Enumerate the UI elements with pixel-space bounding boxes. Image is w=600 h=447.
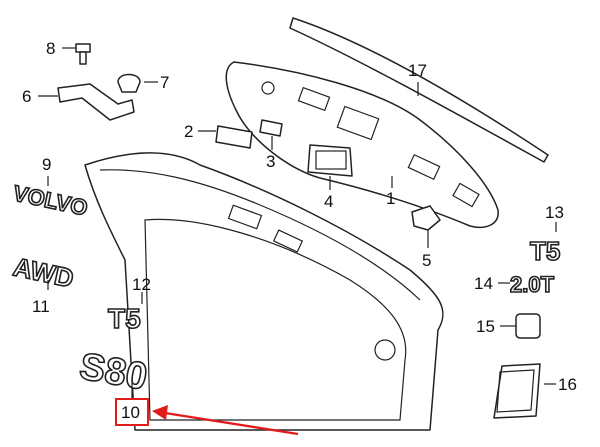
part-wire-bracket	[57, 83, 135, 121]
trim-slot-left	[297, 86, 331, 112]
callout-3: 3	[266, 152, 275, 171]
part-switch	[411, 205, 441, 231]
part-bolt-shank	[79, 51, 87, 65]
callout-17: 17	[408, 61, 427, 80]
callout-9: 9	[42, 155, 51, 174]
trim-screw	[261, 81, 275, 95]
lamp-lens-inner	[315, 150, 347, 170]
callout-8: 8	[46, 39, 55, 58]
callout-12: 12	[132, 275, 151, 294]
callout-16: 16	[558, 375, 577, 394]
part-label-sticker-inner	[496, 369, 535, 413]
callout-13: 13	[545, 203, 564, 222]
badge-t5-small: T5	[108, 303, 141, 334]
trim-slot-right	[407, 153, 441, 181]
callout-14: 14	[474, 274, 493, 293]
badge-t5-right: T5	[530, 236, 560, 266]
callout-1: 1	[386, 189, 395, 208]
badge-awd: AWD	[11, 252, 77, 294]
highlight-arrow-line	[164, 411, 299, 436]
part-lamp-lens	[307, 144, 353, 177]
part-spoiler	[289, 17, 549, 163]
part-trunk-lid	[84, 152, 444, 431]
lid-ridge	[99, 169, 421, 301]
callout-7: 7	[160, 73, 169, 92]
lid-inner-frame	[144, 218, 407, 421]
part-bulb-holder	[259, 119, 283, 137]
lid-hole	[374, 339, 396, 361]
callout-10: 10	[121, 403, 140, 422]
part-grommet	[117, 73, 141, 93]
lid-slot-2	[272, 229, 304, 253]
highlight-box	[115, 398, 149, 426]
part-bolt-head	[75, 43, 91, 53]
part-small-emblem	[515, 313, 541, 339]
part-bracket	[215, 125, 253, 149]
callout-5: 5	[422, 251, 431, 270]
highlight-arrow-head	[152, 405, 168, 420]
callout-6: 6	[22, 87, 31, 106]
callout-15: 15	[476, 317, 495, 336]
badge-volvo: VOLVO	[11, 180, 90, 220]
lid-slot-1	[227, 204, 263, 230]
callout-2: 2	[184, 122, 193, 141]
callout-11: 11	[32, 297, 50, 316]
plate-light-recess	[336, 105, 380, 141]
part-license-trim	[225, 61, 499, 229]
part-label-sticker	[493, 363, 541, 419]
callout-4: 4	[324, 192, 333, 211]
trim-slot-end	[452, 182, 480, 208]
badge-engine: 2.0T	[510, 272, 555, 297]
